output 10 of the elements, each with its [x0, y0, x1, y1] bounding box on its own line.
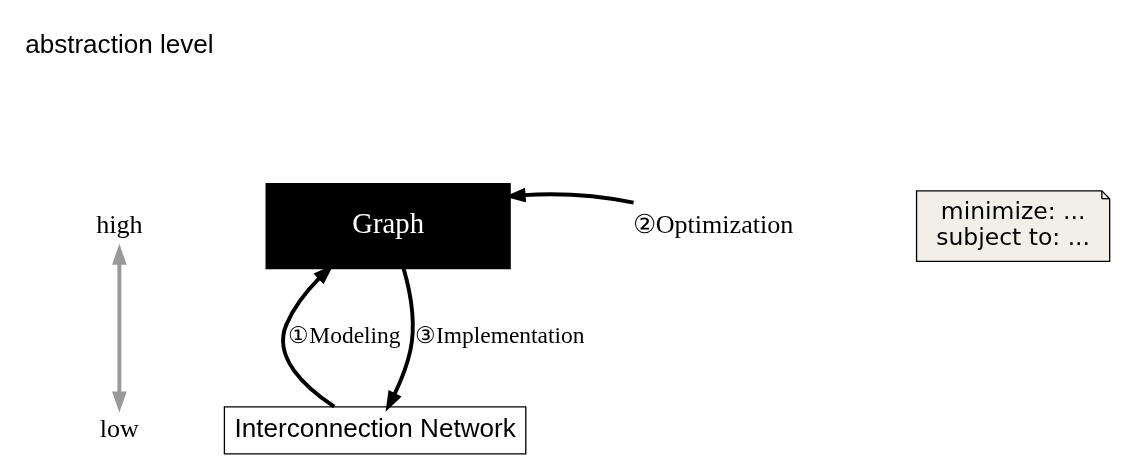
node-text: high	[96, 209, 143, 239]
edge-label: ③Implementation	[414, 321, 585, 348]
node-box: Interconnection Network	[223, 405, 527, 454]
label: abstraction level	[25, 28, 214, 59]
arrow	[385, 267, 415, 412]
node-text: ②Optimization	[632, 209, 794, 239]
node-text: low	[99, 413, 139, 443]
arrow	[112, 243, 127, 412]
edge-label: ①Modeling	[288, 321, 401, 348]
node-box: Graph	[265, 182, 511, 269]
